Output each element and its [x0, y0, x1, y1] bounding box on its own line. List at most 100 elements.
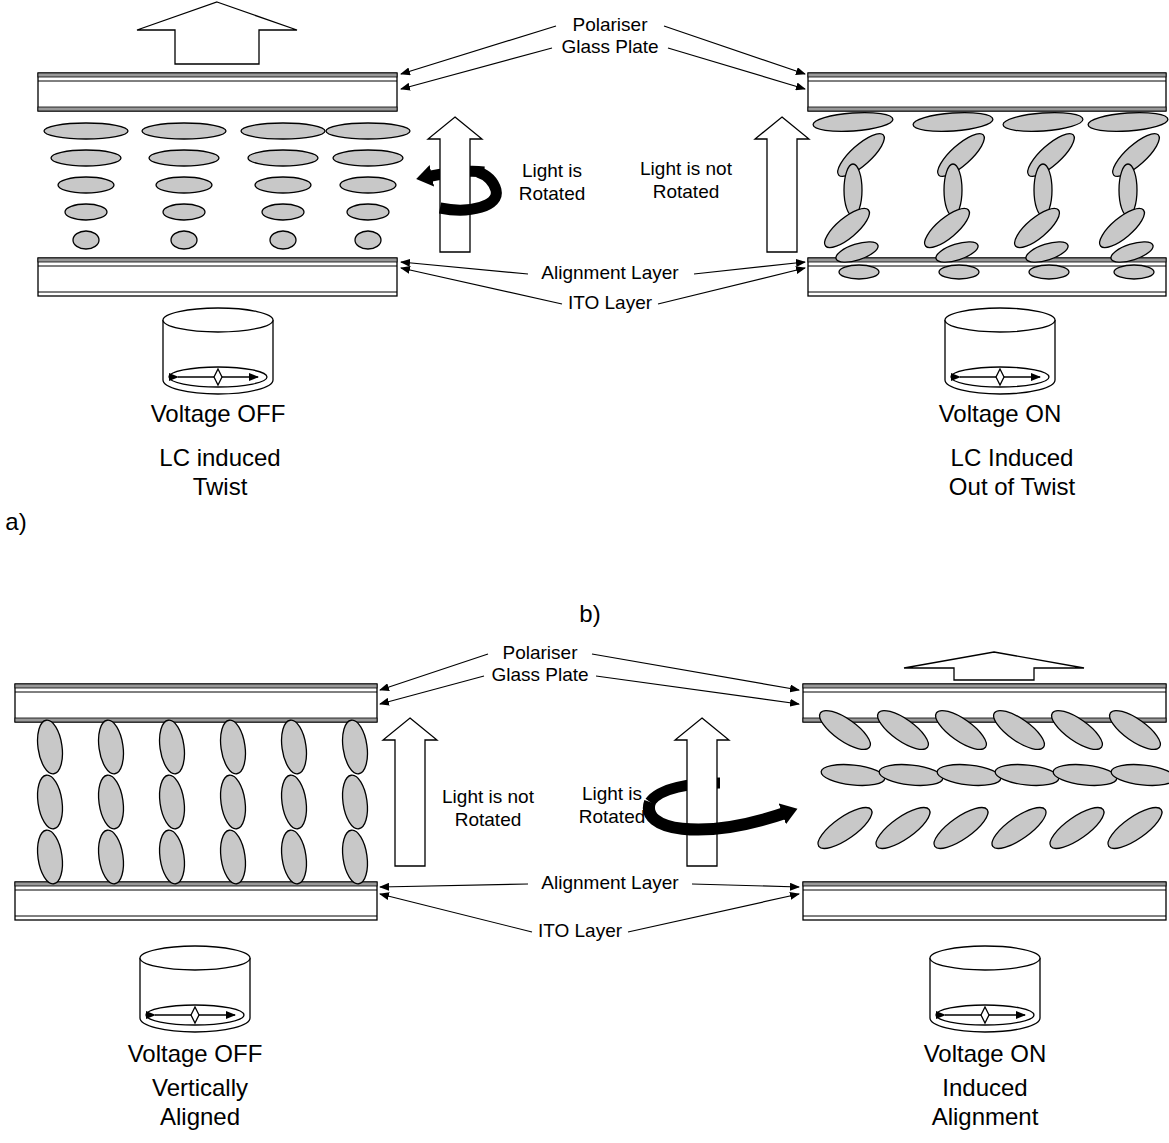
lc-molecule	[156, 774, 187, 831]
light-sources	[140, 308, 1055, 1032]
lc-molecule	[930, 704, 992, 756]
glass-plate	[15, 684, 377, 722]
rotation-arrow	[440, 172, 496, 210]
lc-molecule	[1119, 164, 1137, 216]
lc-molecule	[248, 150, 318, 166]
label-text: Polariser	[573, 14, 648, 37]
lc-molecule	[34, 829, 65, 886]
label-text: ITO Layer	[538, 920, 622, 943]
lc-molecule	[986, 801, 1051, 856]
lc-molecule	[347, 204, 389, 220]
lc-molecule	[217, 719, 248, 776]
glass-plates	[15, 73, 1166, 920]
lc-molecule	[832, 127, 890, 182]
light-arrows	[137, 2, 1084, 866]
lc-molecule	[255, 177, 311, 193]
lc-molecule	[812, 801, 877, 856]
lc-molecule	[34, 774, 65, 831]
label-text: Glass Plate	[491, 664, 588, 687]
lc-molecule	[278, 829, 309, 886]
lc-molecule	[1034, 164, 1052, 216]
label-text: Voltage ON	[939, 400, 1062, 429]
label-text: Voltage OFF	[128, 1040, 263, 1069]
label-text: ITO Layer	[568, 292, 652, 315]
lc-molecule	[333, 150, 403, 166]
lc-molecule	[814, 704, 876, 756]
label-text: a)	[5, 508, 26, 537]
lc-molecule	[34, 719, 65, 776]
lc-molecule	[217, 774, 248, 831]
lc-molecule	[932, 127, 990, 182]
lc-molecules	[34, 110, 1169, 885]
lc-molecule	[1107, 127, 1165, 182]
lc-molecule	[928, 801, 993, 856]
lc-molecule	[262, 204, 304, 220]
lc-molecule	[241, 123, 325, 139]
lc-molecule	[339, 719, 370, 776]
lc-molecule	[149, 150, 219, 166]
glass-plate	[808, 258, 1166, 296]
label-text: Light is not Rotated	[631, 158, 741, 204]
lc-molecule	[912, 110, 993, 134]
label-text: Voltage OFF	[151, 400, 286, 429]
label-text: b)	[579, 600, 600, 629]
lc-molecule	[44, 123, 128, 139]
leader-lines	[380, 26, 805, 932]
lc-molecule	[820, 762, 886, 789]
lc-molecule	[51, 150, 121, 166]
light-arrow	[137, 2, 297, 64]
lc-molecule	[1087, 110, 1168, 134]
light-arrow	[755, 117, 809, 252]
glass-plate	[803, 882, 1166, 920]
lc-molecule	[812, 110, 893, 134]
label-text: Light is not Rotated	[433, 786, 543, 832]
lc-molecule	[1052, 762, 1118, 789]
lc-molecule	[872, 704, 934, 756]
lc-molecule	[944, 164, 962, 216]
light-arrow	[383, 718, 437, 866]
lc-molecule	[1002, 110, 1083, 134]
lc-molecule	[270, 231, 296, 249]
lc-molecule	[156, 829, 187, 886]
lc-molecule	[1109, 238, 1156, 267]
lc-molecule	[934, 238, 981, 267]
lc-molecule	[95, 719, 126, 776]
lc-molecule	[1104, 704, 1166, 756]
glass-plate	[38, 73, 397, 111]
light-arrow	[675, 718, 729, 866]
lc-molecule	[278, 774, 309, 831]
lc-molecule	[1029, 265, 1069, 279]
light-arrow	[904, 652, 1084, 680]
lc-molecule	[988, 704, 1050, 756]
glass-plate	[15, 882, 377, 920]
lc-molecule	[1024, 238, 1071, 267]
lc-molecule	[839, 265, 879, 279]
lc-molecule	[355, 231, 381, 249]
lc-molecule	[142, 123, 226, 139]
lc-molecule	[834, 238, 881, 267]
lc-molecule	[878, 762, 944, 789]
lc-molecule	[278, 719, 309, 776]
lc-molecule	[73, 231, 99, 249]
lc-molecule	[1022, 127, 1080, 182]
lc-molecule	[339, 829, 370, 886]
glass-plate	[38, 258, 397, 296]
label-text: Induced Alignment	[915, 1074, 1055, 1132]
label-text: Alignment Layer	[541, 262, 678, 285]
lc-molecule	[163, 204, 205, 220]
lc-molecule	[340, 177, 396, 193]
label-text: Voltage ON	[924, 1040, 1047, 1069]
lc-molecule	[58, 177, 114, 193]
lc-molecule	[939, 265, 979, 279]
glass-plate	[808, 73, 1166, 111]
label-text: Alignment Layer	[541, 872, 678, 895]
rotation-arrow	[649, 802, 788, 830]
lc-molecule	[217, 829, 248, 886]
lc-molecule	[994, 762, 1060, 789]
lc-molecule	[156, 177, 212, 193]
light-arrow	[428, 117, 482, 252]
lc-molecule	[870, 801, 935, 856]
label-text: Vertically Aligned	[135, 1074, 265, 1132]
